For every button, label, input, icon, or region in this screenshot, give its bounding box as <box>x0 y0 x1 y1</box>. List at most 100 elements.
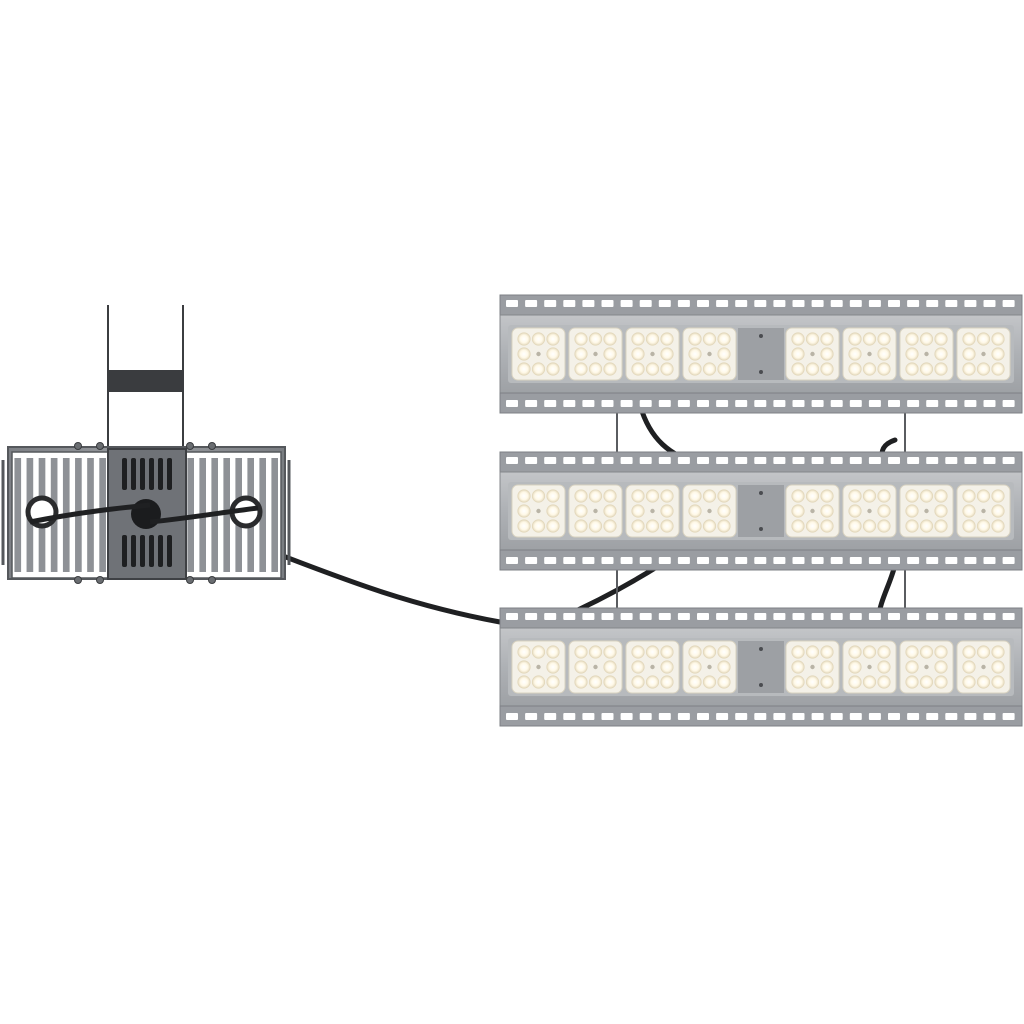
fin-slot <box>983 613 996 620</box>
led-chip <box>862 332 877 346</box>
led-chip <box>517 519 531 533</box>
fin-slot <box>811 713 824 720</box>
led-chip <box>660 362 674 376</box>
fin-slot <box>926 457 939 464</box>
bolt <box>186 576 194 584</box>
led-chip <box>517 332 531 346</box>
led-chip <box>574 489 588 503</box>
vent-slot <box>167 535 172 567</box>
led-chip <box>919 489 934 503</box>
vent-slot <box>122 535 127 567</box>
led-chip <box>976 519 991 533</box>
bolt <box>96 576 104 584</box>
hanger-plate <box>108 370 183 392</box>
fin-slot <box>525 400 538 407</box>
led-chip <box>603 660 617 674</box>
led-chip <box>820 489 834 503</box>
led-chip <box>588 519 603 533</box>
fin-slot <box>677 457 690 464</box>
led-chip <box>934 519 948 533</box>
led-chip <box>574 519 588 533</box>
led-chip <box>546 347 560 361</box>
module-screw <box>810 508 815 514</box>
led-chip <box>574 362 588 376</box>
led-panel-array <box>499 294 1023 727</box>
fin-slot <box>677 400 690 407</box>
led-chip <box>791 645 805 659</box>
led-module <box>842 640 897 694</box>
fin-slot <box>582 400 595 407</box>
led-module <box>956 640 1011 694</box>
bolt <box>74 442 82 450</box>
fin-slot <box>849 300 862 307</box>
fin-slot <box>563 457 576 464</box>
vent-slot <box>122 458 127 490</box>
fin-slot <box>830 613 843 620</box>
fin-slot <box>639 457 652 464</box>
fin-slot <box>544 400 557 407</box>
bolt <box>208 442 216 450</box>
fin-slot <box>735 457 748 464</box>
vent-slot <box>149 535 154 567</box>
module-screw <box>810 664 815 670</box>
led-chip <box>905 504 919 518</box>
led-chip <box>588 675 603 689</box>
fin-slot <box>620 613 633 620</box>
fin-slot <box>544 613 557 620</box>
vent-slot <box>140 458 145 490</box>
fin-slot <box>983 300 996 307</box>
fin-slot <box>620 457 633 464</box>
led-module <box>625 484 680 538</box>
led-chip <box>546 489 560 503</box>
led-chip <box>805 489 820 503</box>
fin-slot <box>620 713 633 720</box>
led-chip <box>791 504 805 518</box>
fin-slot <box>658 613 671 620</box>
led-module <box>682 327 737 381</box>
led-chip <box>877 675 891 689</box>
vent-slot <box>140 535 145 567</box>
fin-slot <box>849 457 862 464</box>
led-chip <box>574 347 588 361</box>
led-chip <box>791 347 805 361</box>
fin-slot <box>716 400 729 407</box>
led-chip <box>631 519 645 533</box>
led-chip <box>631 489 645 503</box>
led-chip <box>877 347 891 361</box>
led-chip <box>848 504 862 518</box>
led-chip <box>991 332 1005 346</box>
fin-slot <box>620 300 633 307</box>
fin-slot <box>716 613 729 620</box>
fin-slot <box>888 457 900 464</box>
led-chip <box>905 489 919 503</box>
led-chip <box>688 489 702 503</box>
heat-fin <box>259 458 266 572</box>
fin-slot <box>868 613 881 620</box>
led-chip <box>546 645 560 659</box>
fin-slot <box>945 613 958 620</box>
fin-slot <box>830 400 843 407</box>
led-chip <box>905 645 919 659</box>
module-screw <box>593 664 598 670</box>
fin-slot <box>888 400 900 407</box>
led-chip <box>517 645 531 659</box>
fin-slot <box>983 457 996 464</box>
led-chip <box>976 332 991 346</box>
fin-slot <box>926 300 939 307</box>
fin-slot <box>658 557 671 564</box>
led-chip <box>805 332 820 346</box>
led-chip <box>877 645 891 659</box>
fin-slot <box>811 400 824 407</box>
led-chip <box>877 332 891 346</box>
led-chip <box>702 675 717 689</box>
led-chip <box>531 362 546 376</box>
led-module <box>842 484 897 538</box>
led-module <box>625 640 680 694</box>
led-chip <box>848 660 862 674</box>
led-chip <box>962 645 976 659</box>
fin-slot <box>735 300 748 307</box>
module-screw <box>981 508 986 514</box>
led-chip <box>645 332 660 346</box>
fin-slot <box>792 557 805 564</box>
led-chip <box>877 519 891 533</box>
